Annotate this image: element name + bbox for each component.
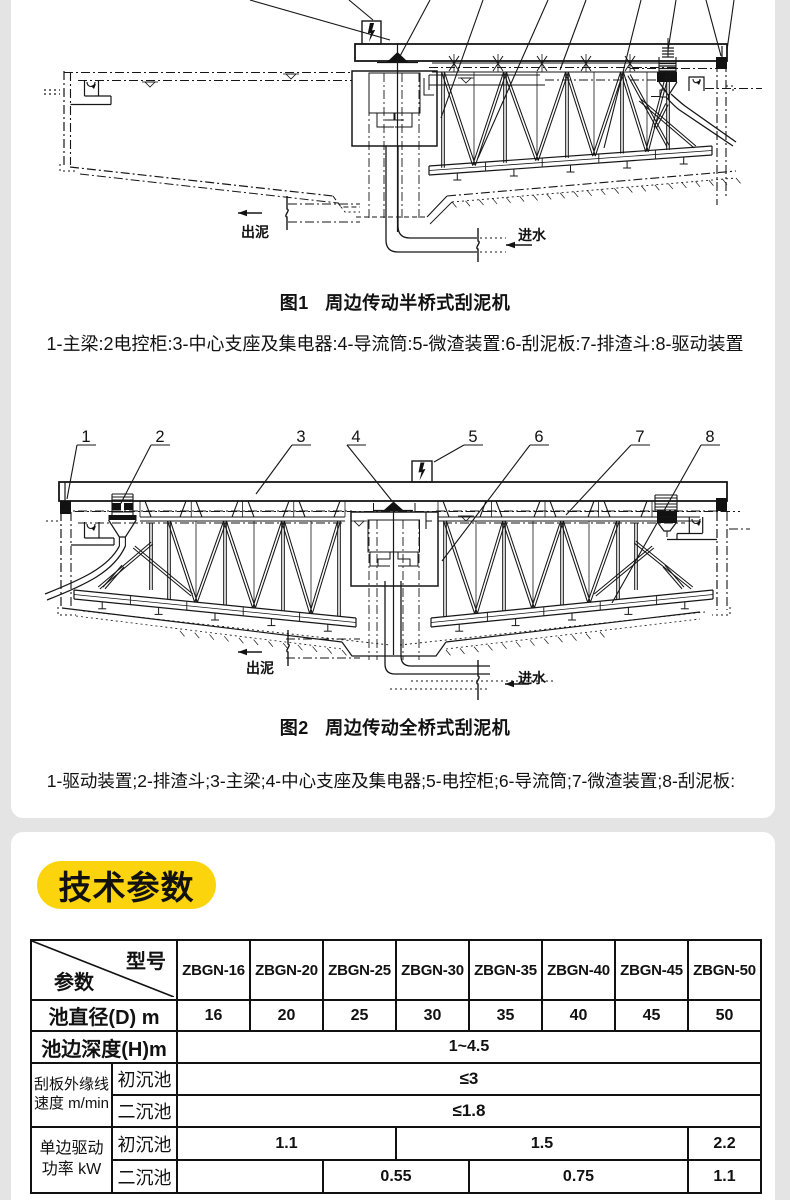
- svg-text:8: 8: [705, 428, 714, 446]
- svg-text:6: 6: [534, 428, 543, 446]
- svg-text:1: 1: [81, 428, 90, 446]
- svg-text:2: 2: [155, 428, 164, 446]
- svg-text:5: 5: [468, 428, 477, 446]
- svg-text:7: 7: [635, 428, 644, 446]
- svg-text:3: 3: [296, 428, 305, 446]
- svg-text:4: 4: [351, 428, 360, 446]
